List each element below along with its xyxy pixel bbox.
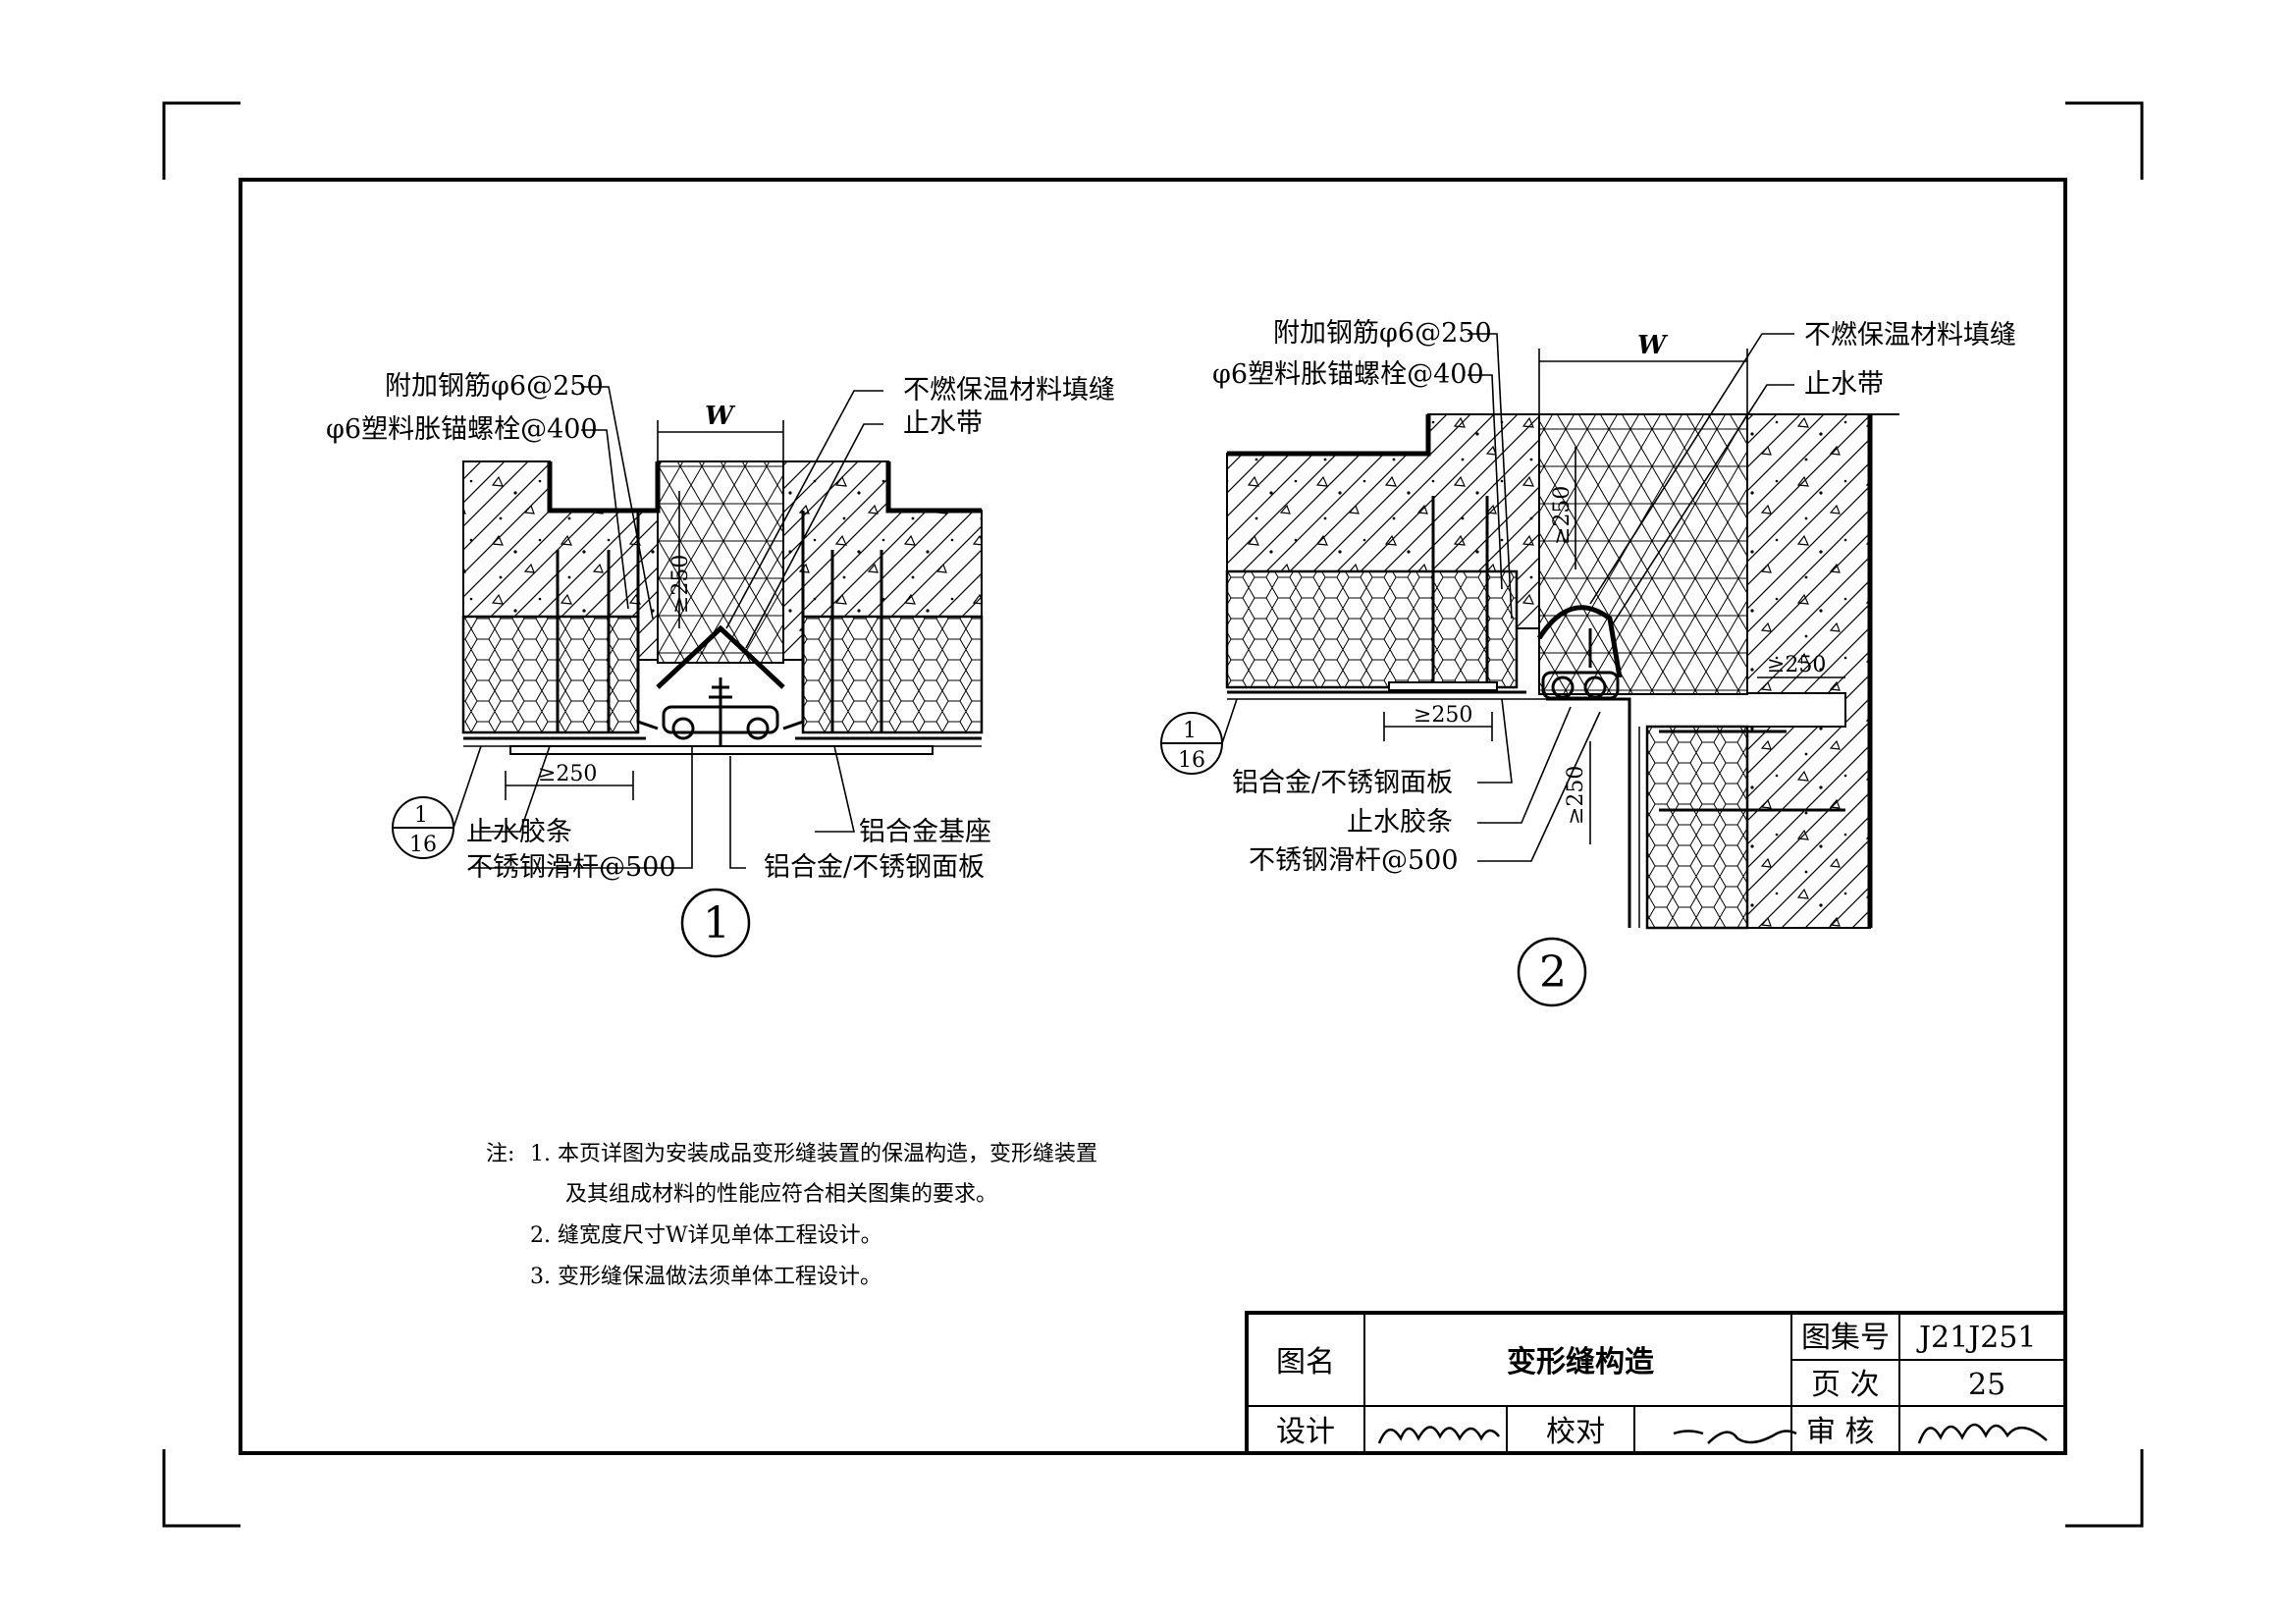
detail-2-ref-circle bbox=[1160, 698, 1238, 775]
d1-slide-rod-label: 不锈钢滑杆@500 bbox=[466, 852, 676, 883]
note-1: 1. 本页详图为安装成品变形缝装置的保温构造，变形缝装置 bbox=[530, 1142, 1097, 1166]
d2-waterstop-label: 止水带 bbox=[1804, 369, 1884, 400]
title-atlas-no: J21J251 bbox=[1916, 1321, 2037, 1355]
d2-number: 2 bbox=[1539, 947, 1567, 998]
title-review-label: 审 核 bbox=[1806, 1415, 1875, 1449]
d1-base-label: 铝合金基座 bbox=[859, 817, 991, 847]
d1-waterstop-label: 止水带 bbox=[903, 408, 983, 439]
notes-prefix: 注: bbox=[486, 1142, 514, 1166]
detail-2-drawing bbox=[1225, 413, 1899, 930]
d1-rubber-strip-label: 止水胶条 bbox=[466, 817, 572, 847]
d2-rubber-strip-label: 止水胶条 bbox=[1347, 807, 1453, 838]
note-3: 3. 变形缝保温做法须单体工程设计。 bbox=[530, 1265, 881, 1289]
d2-slide-rod-label: 不锈钢滑杆@500 bbox=[1249, 845, 1459, 876]
d2-dim-250-vertical: ≥250 bbox=[1550, 486, 1575, 545]
title-block: 图名 变形缝构造 图集号 J21J251 页 次 25 设计 校对 审 核 bbox=[1245, 1311, 2067, 1455]
notes: 注: 1. 本页详图为安装成品变形缝装置的保温构造，变形缝装置 及其组成材料的性… bbox=[486, 1142, 1097, 1289]
note-2: 2. 缝宽度尺寸W详见单体工程设计。 bbox=[530, 1223, 882, 1248]
d2-dim-w: W bbox=[1637, 331, 1669, 360]
d1-dim-w: W bbox=[705, 402, 736, 431]
d1-ref-bottom: 16 bbox=[409, 833, 437, 857]
detail-2-leaders bbox=[1383, 333, 1845, 862]
d1-anchor-label: φ6塑料胀锚螺栓@400 bbox=[326, 414, 598, 445]
d2-anchor-label: φ6塑料胀锚螺栓@400 bbox=[1212, 359, 1484, 390]
note-1-cont: 及其组成材料的性能应符合相关图集的要求。 bbox=[565, 1182, 997, 1207]
checker-signature bbox=[1673, 1430, 1797, 1444]
detail-2-labels: 附加钢筋φ6@250 φ6塑料胀锚螺栓@400 不燃保温材料填缝 止水带 铝合金… bbox=[1178, 318, 2016, 998]
title-name: 变形缝构造 bbox=[1507, 1345, 1654, 1380]
detail-1-ref-circle bbox=[392, 745, 482, 859]
detail-1-number-circle bbox=[680, 888, 751, 958]
detail-2-number-circle bbox=[1517, 937, 1587, 1007]
title-name-label: 图名 bbox=[1276, 1345, 1335, 1380]
detail-1-leaders bbox=[471, 386, 883, 869]
d2-ref-top: 1 bbox=[1183, 719, 1197, 743]
d2-panel-label: 铝合金/不锈钢面板 bbox=[1232, 768, 1453, 798]
d2-dim-250-horizontal: ≥250 bbox=[1414, 703, 1472, 728]
designer-signature bbox=[1377, 1426, 1500, 1444]
d1-number: 1 bbox=[703, 898, 730, 948]
d1-dim-250-horizontal: ≥250 bbox=[538, 762, 597, 786]
d1-insulation-fill-label: 不燃保温材料填缝 bbox=[903, 375, 1115, 406]
crop-marks bbox=[162, 101, 2144, 1528]
title-page-no: 25 bbox=[1968, 1368, 2005, 1402]
title-check-label: 校对 bbox=[1546, 1415, 1605, 1449]
d2-dim-250-right: ≥250 bbox=[1767, 653, 1826, 677]
d1-dim-250-vertical: ≥250 bbox=[668, 555, 693, 614]
d1-panel-label: 铝合金/不锈钢面板 bbox=[764, 852, 985, 883]
d2-insulation-fill-label: 不燃保温材料填缝 bbox=[1804, 320, 2016, 351]
d1-ref-top: 1 bbox=[414, 803, 428, 828]
sheet-border bbox=[239, 178, 2067, 1455]
title-page-label: 页 次 bbox=[1811, 1368, 1880, 1402]
d2-ref-bottom: 16 bbox=[1178, 748, 1205, 773]
title-design-label: 设计 bbox=[1276, 1415, 1335, 1449]
reviewer-signature bbox=[1917, 1423, 2048, 1444]
title-atlas-label: 图集号 bbox=[1801, 1321, 1890, 1355]
d2-dim-250-vertical-low: ≥250 bbox=[1564, 766, 1588, 825]
detail-1-labels: 附加钢筋φ6@250 φ6塑料胀锚螺栓@400 不燃保温材料填缝 止水带 止水胶… bbox=[326, 371, 1115, 948]
d1-rebar-label: 附加钢筋φ6@250 bbox=[385, 371, 604, 402]
d2-rebar-label: 附加钢筋φ6@250 bbox=[1273, 318, 1492, 349]
detail-1-drawing bbox=[461, 460, 984, 755]
